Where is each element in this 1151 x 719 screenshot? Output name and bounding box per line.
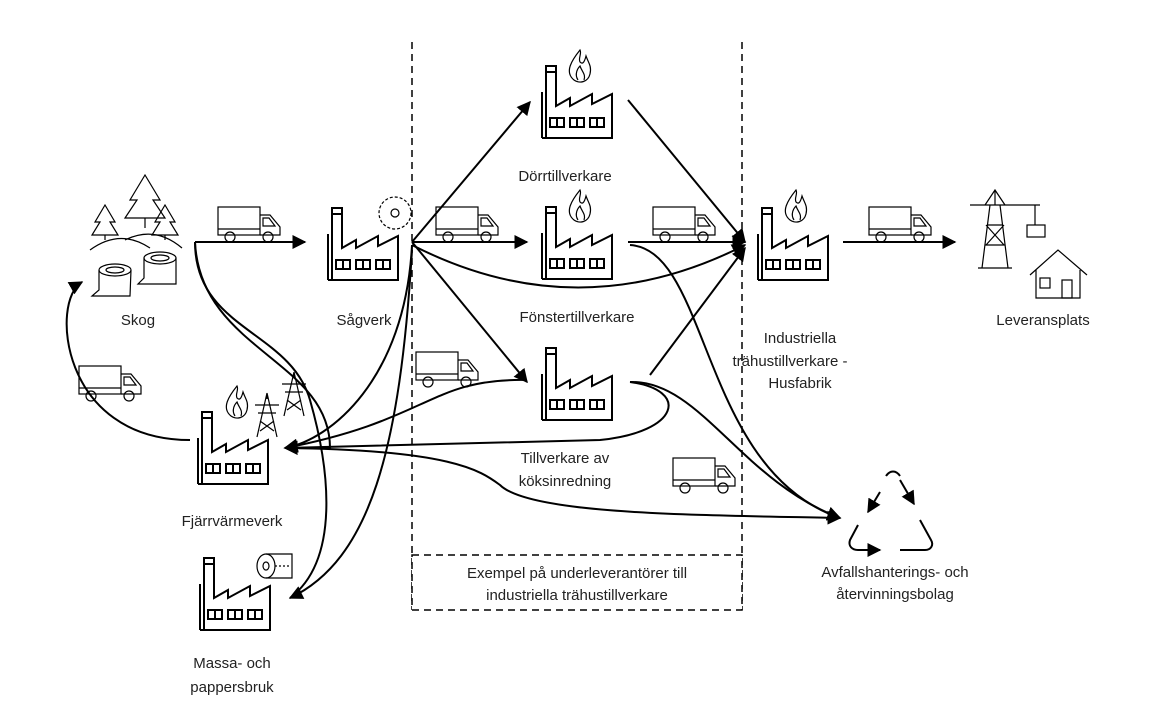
arrow-fjarr-skog — [65, 281, 191, 441]
label-avfall-line2: återvinningsbolag — [836, 586, 954, 603]
box-note-line1: Exempel på underleverantörer till — [467, 565, 687, 582]
truck-icon — [78, 365, 142, 402]
flow-arrows — [65, 99, 957, 599]
flame-icon — [784, 189, 808, 223]
label-dorrtillverkare: Dörrtillverkare — [518, 168, 611, 185]
arrow-koks-husfabrik — [649, 246, 746, 376]
arrow-sagverk-koks — [411, 241, 528, 384]
forest-icon — [89, 173, 183, 297]
label-koks-line2: köksinredning — [519, 473, 612, 490]
recycle-icon — [848, 470, 934, 557]
crane-icon — [970, 188, 1046, 269]
arrow-koks-avfall — [629, 380, 842, 521]
power-pylon-icon — [254, 392, 280, 438]
label-fjarrvarmeverk: Fjärrvärmeverk — [182, 513, 283, 530]
flame-icon — [568, 49, 592, 83]
arrow-dorr-husfabrik — [627, 99, 746, 244]
toilet-roll-icon — [256, 553, 293, 579]
label-koks-line1: Tillverkare av — [521, 450, 610, 467]
truck-icon — [652, 206, 716, 243]
saw-blade-icon — [378, 196, 412, 230]
factory-icon — [197, 411, 269, 485]
truck-icon — [868, 206, 932, 243]
box-note-line2: industriella trähustillverkare — [486, 587, 668, 604]
truck-icon — [435, 206, 499, 243]
label-fonstertillverkare: Fönstertillverkare — [519, 309, 634, 326]
arrow-skog-massa — [194, 241, 328, 599]
factory-icon — [541, 347, 613, 421]
arrow-fonster-avfall — [629, 244, 842, 521]
label-massa-line1: Massa- och — [193, 655, 271, 672]
house-icon — [1029, 249, 1088, 299]
label-leveransplats: Leveransplats — [996, 312, 1089, 329]
truck-icon — [415, 351, 479, 388]
flame-icon — [225, 385, 249, 419]
arrow-sagverk-dorr — [411, 100, 531, 243]
arrow-sagverk-massa — [288, 249, 413, 599]
arrow-sagverk-husfabrik — [411, 244, 747, 289]
arrow-skog-fjarr — [194, 241, 332, 455]
factory-icon — [199, 557, 271, 631]
arrow-fjarr-avfall — [284, 447, 842, 525]
truck-icon — [217, 206, 281, 243]
label-husfabrik-line3: Husfabrik — [768, 375, 832, 392]
factory-icon — [327, 207, 399, 281]
arrow-koks-fjarr — [283, 381, 670, 455]
truck-icon — [672, 457, 736, 494]
label-husfabrik-line1: Industriella — [764, 330, 837, 347]
label-skog: Skog — [121, 312, 155, 329]
label-husfabrik-line2: trähustillverkare - — [732, 353, 847, 370]
label-sagverk: Sågverk — [336, 312, 392, 329]
label-avfall-line1: Avfallshanterings- och — [821, 564, 968, 581]
arrow-sagverk-fjarr — [283, 244, 413, 453]
supplier-region-box: Exempel på underleverantörer till indust… — [411, 42, 743, 611]
label-massa-line2: pappersbruk — [190, 679, 274, 696]
flame-icon — [568, 189, 592, 223]
